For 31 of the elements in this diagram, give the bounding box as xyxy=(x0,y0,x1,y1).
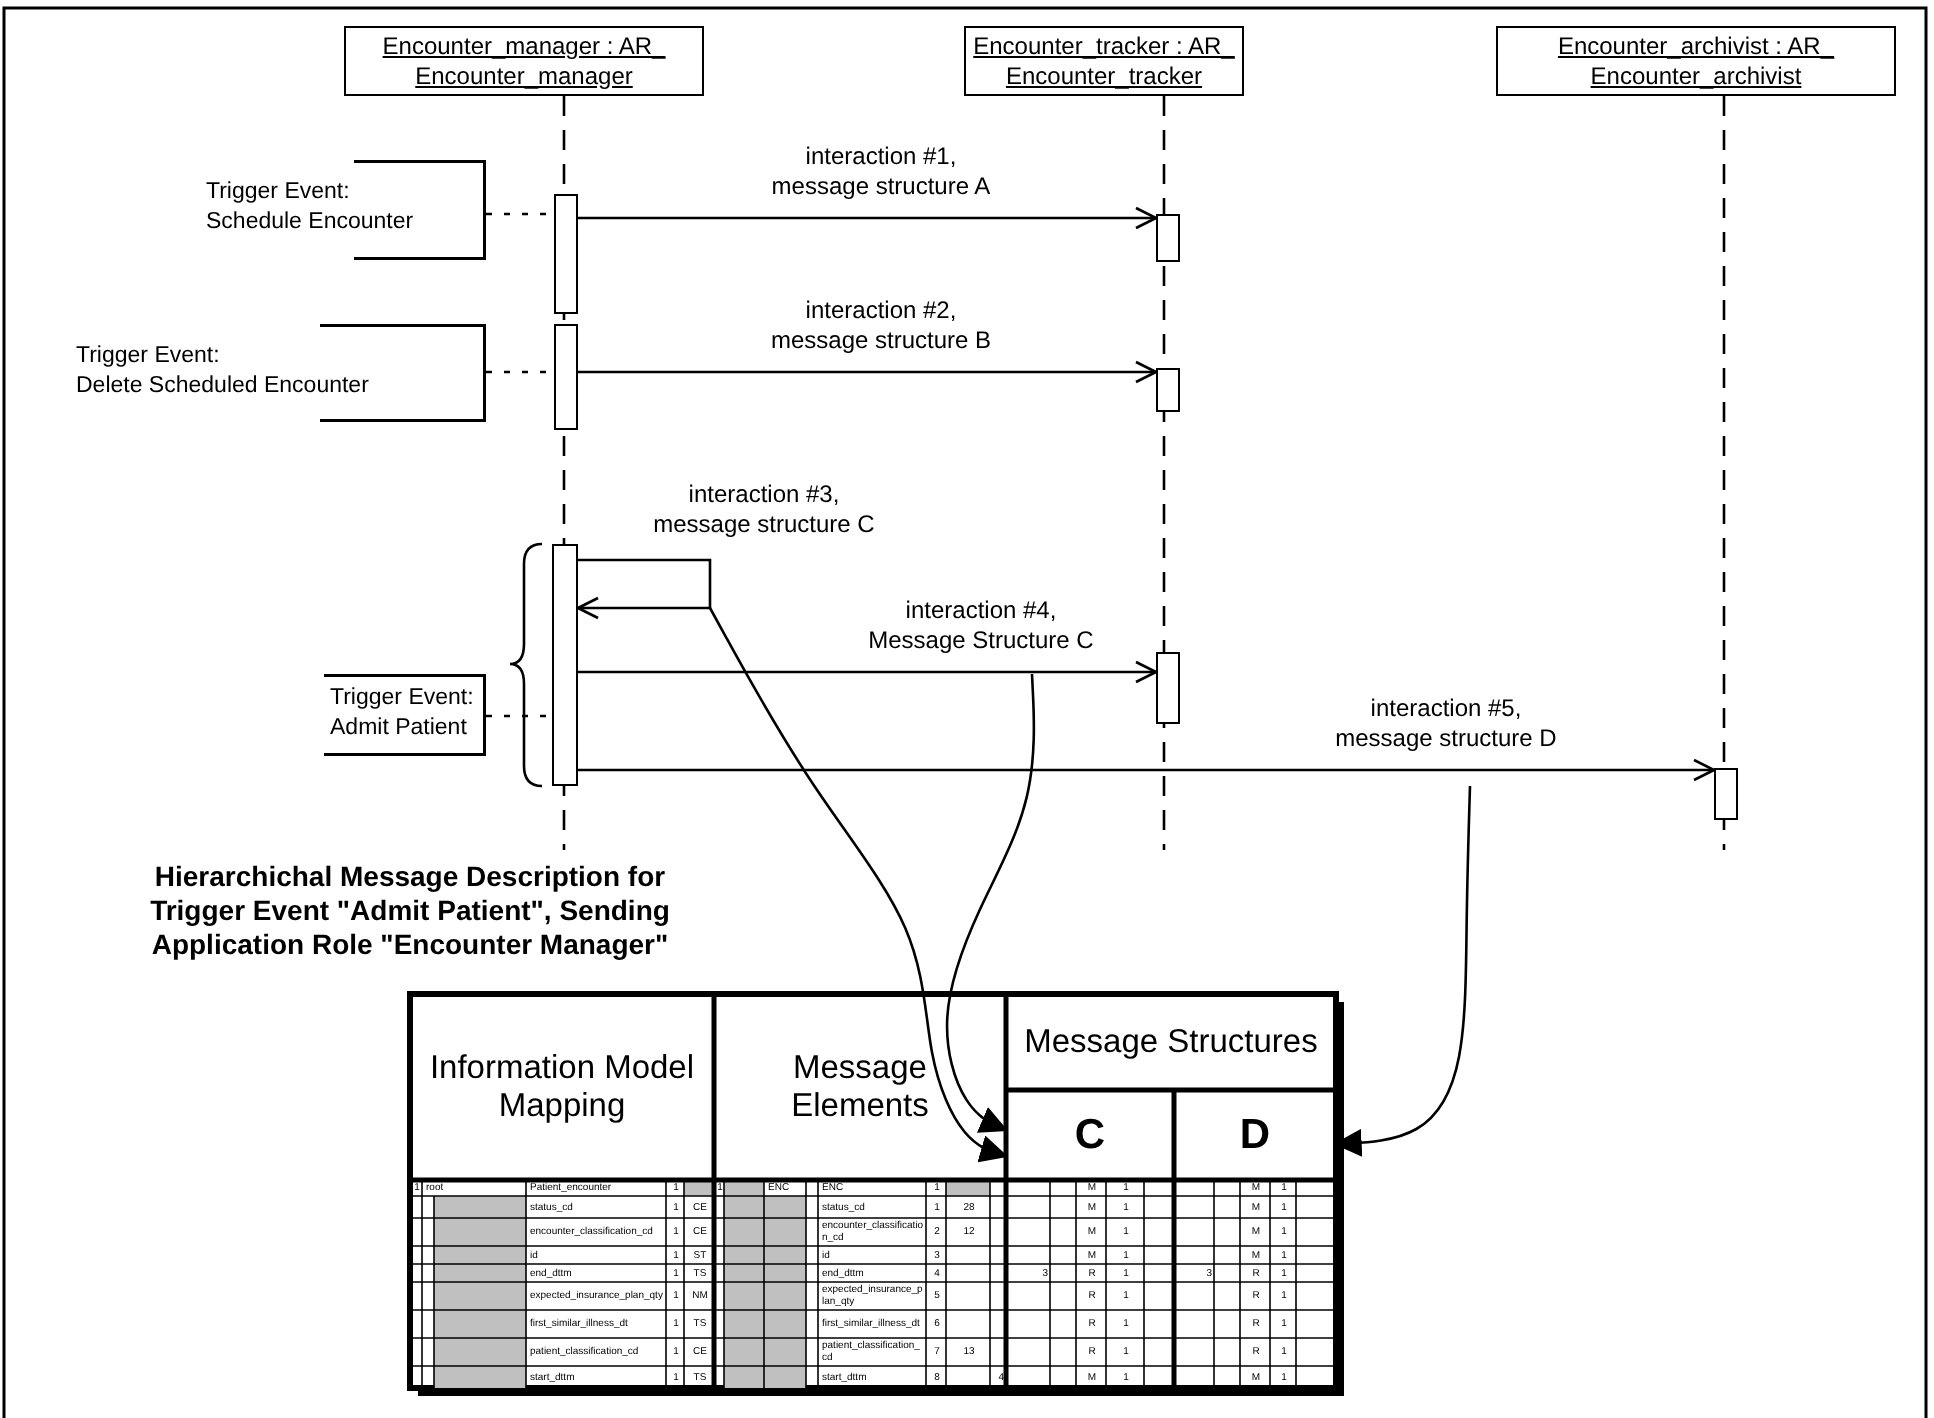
lifeline-head: Encounter_archivist : AR_ Encounter_archivist xyxy=(1496,26,1896,96)
column-header: Information Model Mapping xyxy=(410,994,714,1180)
trigger-heading: Trigger Event: xyxy=(330,684,474,714)
column-header: Message Elements xyxy=(714,994,1006,1180)
self-message-arrow xyxy=(576,558,712,620)
activation-bar xyxy=(554,194,578,314)
activation-bar xyxy=(554,324,578,430)
lifeline-head: Encounter_manager : AR_ Encounter_manager xyxy=(344,26,704,96)
dotted-connector xyxy=(486,714,552,718)
message-arrow xyxy=(578,206,1158,230)
lifeline-head: Encounter_tracker : AR_ Encounter_tracker xyxy=(964,26,1244,96)
message-arrow xyxy=(578,360,1158,384)
trigger-heading: Trigger Event: xyxy=(206,178,350,208)
curved-arrow xyxy=(945,673,1036,1133)
activation-bar xyxy=(1156,214,1180,262)
trigger-heading: Trigger Event: xyxy=(76,342,220,372)
activation-bar xyxy=(552,544,578,786)
table-title: Hierarchichal Message Description for Trigger Event "Admit Patient", Sending Application Role "Encounter Manager" xyxy=(148,860,672,962)
column-header: D xyxy=(1174,1090,1336,1180)
edge-label: interaction #4, Message Structure C xyxy=(864,596,1098,656)
message-arrow xyxy=(578,660,1158,684)
activation-bar xyxy=(1714,768,1738,820)
column-header: C xyxy=(1006,1090,1174,1180)
trigger-name: Delete Scheduled Encounter xyxy=(76,372,369,402)
activation-bar xyxy=(1156,368,1180,412)
message-arrow xyxy=(578,758,1716,782)
column-header: Message Structures xyxy=(1006,994,1336,1090)
curved-arrow xyxy=(708,607,1009,1163)
trigger-name: Schedule Encounter xyxy=(206,208,414,238)
trigger-name: Admit Patient xyxy=(330,714,467,744)
activation-bar xyxy=(1156,652,1180,724)
